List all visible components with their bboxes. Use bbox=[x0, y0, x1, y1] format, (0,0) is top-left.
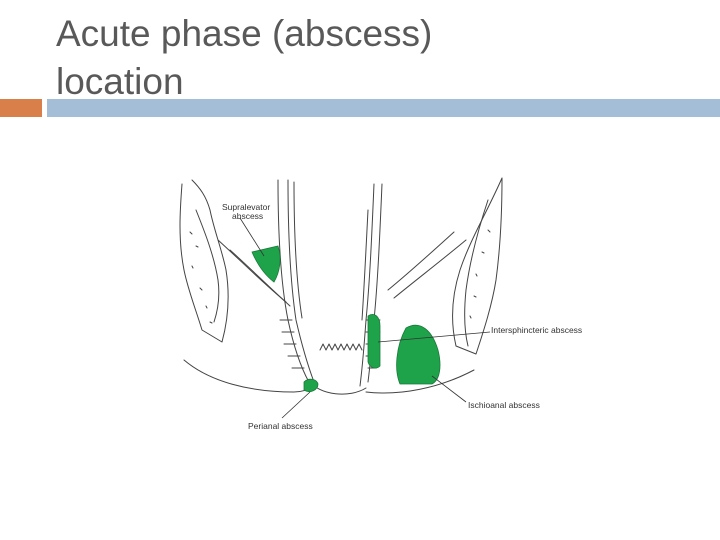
supralevator-leader bbox=[239, 217, 265, 257]
ischioanal-label: Ischioanal abscess bbox=[468, 400, 540, 410]
left-levator-2 bbox=[229, 249, 291, 307]
left-rectal-wall-inner bbox=[287, 179, 315, 383]
supralevator-abscess bbox=[251, 245, 281, 283]
ischioanal-abscess bbox=[396, 324, 441, 385]
left-rectal-wall-3 bbox=[293, 181, 303, 319]
left-pelvic-bone bbox=[179, 179, 229, 343]
intersphincteric-leader bbox=[377, 331, 491, 343]
perianal-abscess bbox=[303, 378, 319, 392]
left-bone-inner bbox=[195, 209, 220, 323]
right-rectal-wall-outer bbox=[359, 183, 375, 387]
left-sphincter bbox=[279, 319, 305, 369]
right-rectal-wall-3 bbox=[361, 209, 369, 321]
right-levator bbox=[393, 239, 467, 299]
ischioanal-leader bbox=[431, 375, 467, 403]
supralevator-label-line2: abscess bbox=[232, 211, 263, 221]
left-bone-texture bbox=[189, 231, 213, 324]
left-perineum-skin bbox=[183, 359, 315, 393]
left-rectal-wall-outer bbox=[277, 179, 311, 385]
perianal-leader bbox=[281, 391, 311, 419]
right-perineum-skin bbox=[365, 369, 475, 394]
intersphincteric-label: Intersphincteric abscess bbox=[491, 325, 582, 335]
right-pelvic-bone bbox=[452, 177, 503, 355]
right-levator-2 bbox=[387, 231, 455, 291]
slide-title: Acute phase (abscess) location bbox=[56, 13, 433, 102]
perianal-label: Perianal abscess bbox=[248, 421, 313, 431]
right-bone-inner bbox=[464, 199, 489, 347]
supralevator-label-line1: Supralevator bbox=[222, 202, 270, 212]
intersphincteric-abscess bbox=[367, 314, 381, 369]
title-rule-accent bbox=[0, 99, 42, 117]
anal-canal-mucosa bbox=[319, 343, 363, 351]
right-bone-texture bbox=[469, 229, 491, 319]
diagram-canvas: Supralevator abscess Intersphincteric ab… bbox=[179, 177, 582, 431]
anorectal-abscess-diagram: Supralevator abscess Intersphincteric ab… bbox=[170, 170, 590, 440]
title-rule bbox=[47, 99, 720, 117]
